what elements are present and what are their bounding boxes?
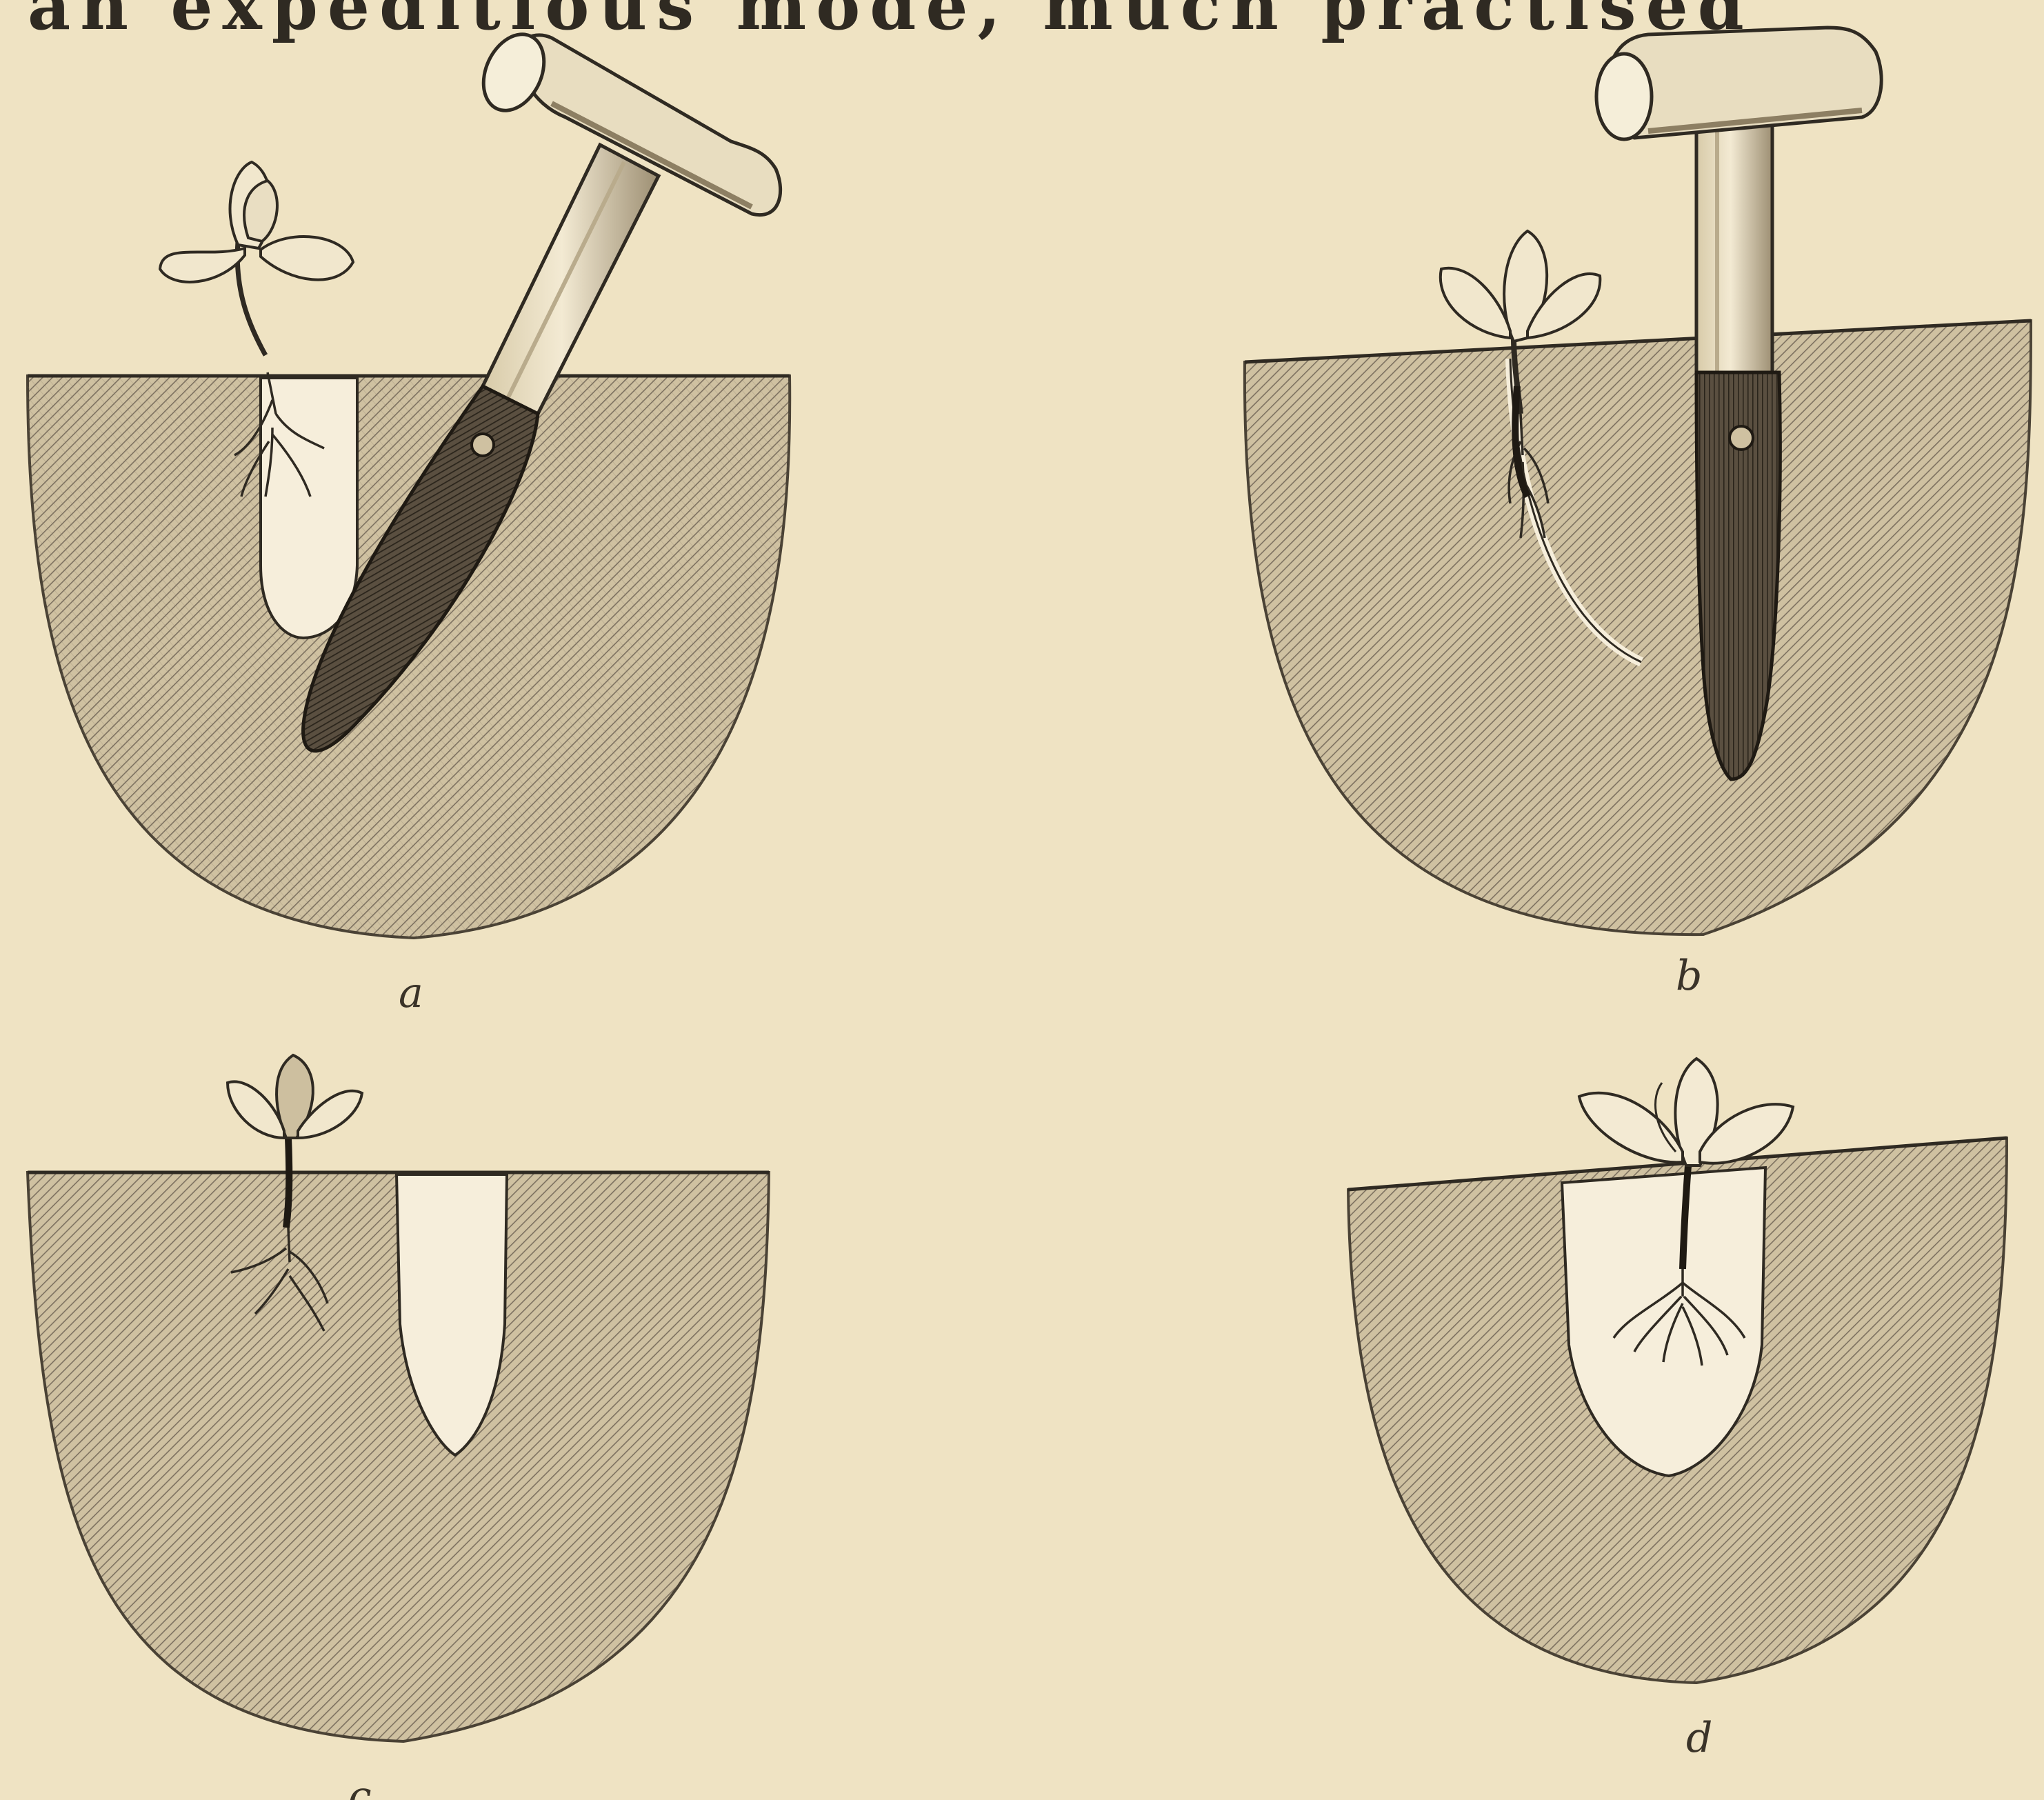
caption-c: c [348,1772,372,1800]
soil-b [1245,321,2031,934]
figure-c [28,1055,769,1741]
figure-b [1245,28,2031,934]
caption-a: a [399,969,423,1017]
caption-b: b [1676,952,1702,1000]
hole-a [261,378,357,638]
figure-a [28,25,790,941]
caption-d: d [1686,1714,1712,1762]
figure-d [1348,1059,2007,1683]
